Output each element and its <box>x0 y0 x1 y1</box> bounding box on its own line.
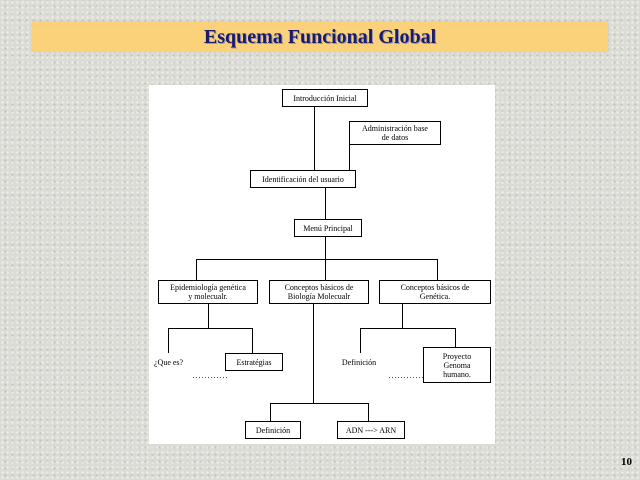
title-banner: Esquema Funcional Global <box>32 22 608 52</box>
slide-title: Esquema Funcional Global <box>203 25 437 48</box>
diagram-connectors <box>168 107 456 421</box>
node-epidemiologia-genetica: Epidemiología genética y molecualr. <box>158 280 258 304</box>
node-proyecto-genoma-humano: Proyecto Genoma humano. <box>423 347 491 383</box>
node-que-es: ¿Que es? <box>152 353 192 371</box>
diagram-panel: Introducción Inicial Administración base… <box>149 85 495 444</box>
node-definicion-biologia: Definición <box>245 421 301 439</box>
node-estrategias: Estratégias <box>225 353 283 371</box>
node-administracion-base-datos: Administración base de datos <box>349 121 441 145</box>
node-conceptos-genetica: Conceptos básicos de Genética. <box>379 280 491 304</box>
node-identificacion-usuario: Identificación del usuario <box>250 170 356 188</box>
node-conceptos-biologia-molecular: Conceptos básicos de Biología Molecualr <box>269 280 369 304</box>
node-definicion-genetica: Definición <box>334 353 384 371</box>
node-adn-arn: ADN ---> ARN <box>337 421 405 439</box>
node-menu-principal: Menú Principal <box>294 219 362 237</box>
node-introduccion-inicial: Introducción Inicial <box>282 89 368 107</box>
page-number: 10 <box>621 456 632 468</box>
